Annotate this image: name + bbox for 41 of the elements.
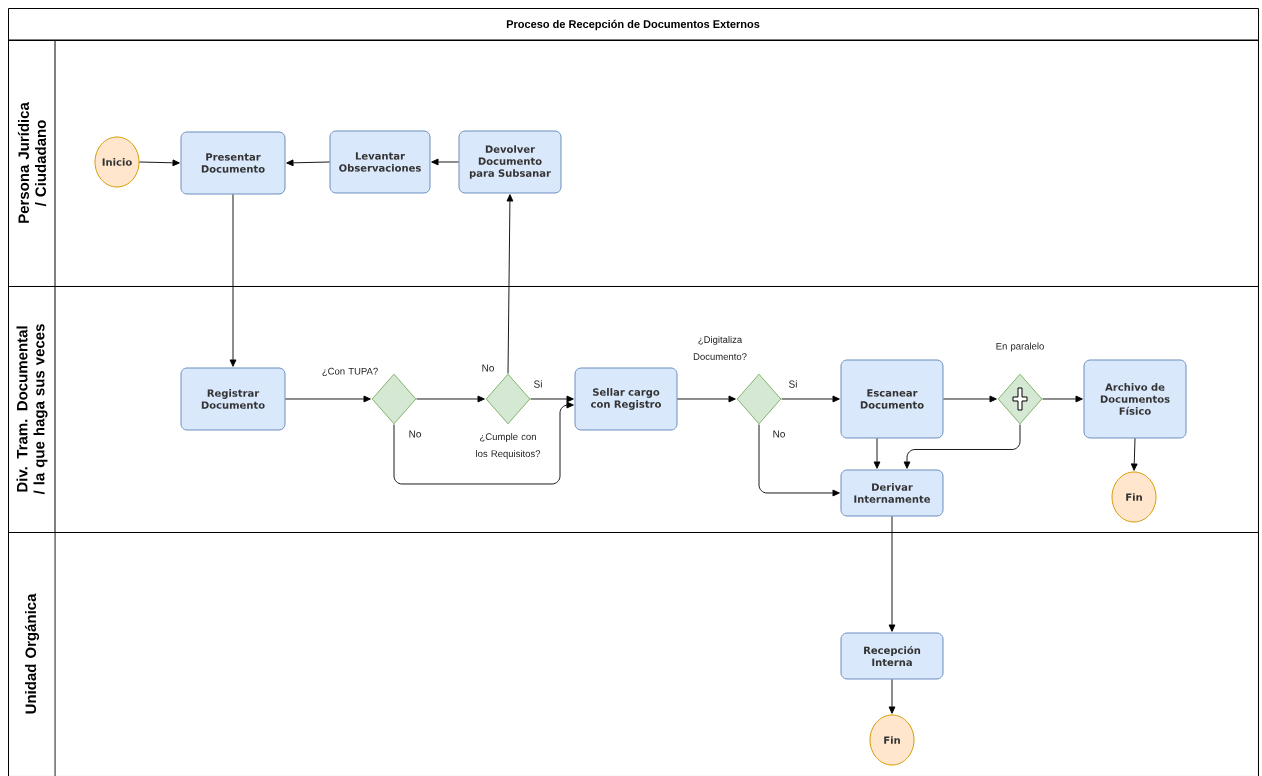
- process-box: Archivo de Documentos Físico: [1083, 359, 1187, 439]
- process-box: Derivar Internamente: [840, 469, 944, 517]
- arrow: [506, 194, 514, 374]
- arrow: [1130, 438, 1138, 471]
- process-box: Sellar cargo con Registro: [574, 367, 678, 431]
- process-box: Levantar Observaciones: [329, 130, 431, 194]
- decision-diamond: [371, 373, 417, 425]
- arrow: [286, 159, 330, 167]
- decision-diamond: [736, 373, 782, 425]
- arrow: [393, 401, 574, 485]
- arrow: [530, 395, 574, 403]
- arrow: [888, 516, 896, 632]
- question-label: ¿Cumple con los Requisitos?: [476, 433, 541, 459]
- edge-label: No: [480, 363, 496, 373]
- question-label: En paralelo: [996, 342, 1044, 352]
- arrow: [903, 424, 1021, 469]
- process-box: Devolver Documento para Subsanar: [458, 130, 562, 194]
- arrow: [229, 194, 237, 367]
- arrow: [431, 158, 459, 166]
- question-label: ¿Digitaliza Documento?: [693, 336, 747, 360]
- decision-diamond: [485, 373, 531, 425]
- parallel-gateway: [997, 373, 1043, 425]
- edge-label: No: [407, 429, 423, 439]
- arrow: [139, 159, 180, 167]
- arrow: [677, 395, 736, 403]
- arrow: [888, 679, 896, 714]
- question-label: ¿Con TUPA?: [322, 367, 378, 377]
- process-box: Presentar Documento: [180, 131, 286, 195]
- arrow: [285, 395, 371, 403]
- process-box: Registrar Documento: [180, 367, 286, 431]
- edge-label: No: [771, 429, 787, 439]
- arrow: [943, 395, 997, 403]
- process-box: Escanear Documento: [840, 359, 944, 439]
- arrow: [873, 438, 881, 469]
- arrow: [781, 395, 840, 403]
- edge-label: Si: [787, 379, 799, 389]
- process-box: Recepción Interna: [840, 632, 944, 680]
- arrow: [1042, 395, 1083, 403]
- edge-label: Si: [532, 379, 544, 389]
- arrow: [758, 424, 840, 497]
- arrow: [416, 395, 485, 403]
